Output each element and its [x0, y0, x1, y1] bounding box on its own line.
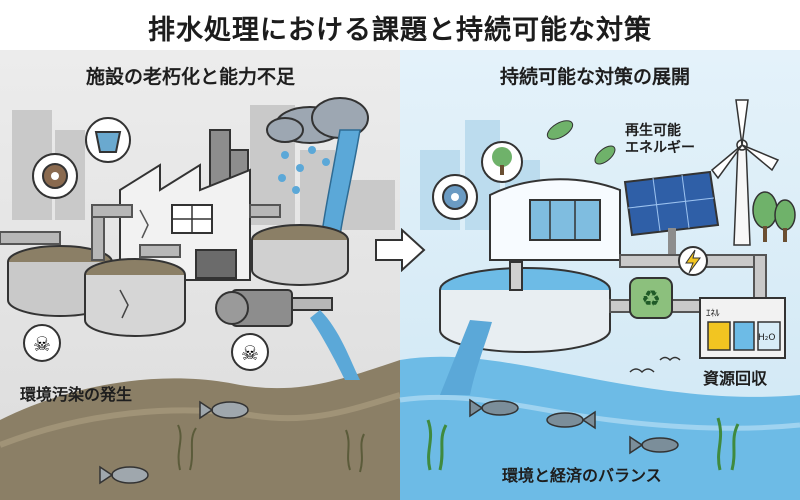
bucket-icon [85, 117, 131, 163]
pollution-label: 環境汚染の発生 [20, 385, 133, 404]
balance-label: 環境と経済のバランス [502, 466, 662, 485]
old-factory [119, 129, 251, 281]
svg-text:☠: ☠ [33, 332, 51, 356]
aging-facility-illustration: ☠ ☠ [0, 97, 400, 500]
arrow-right-icon [375, 228, 426, 272]
fish-icon [199, 400, 249, 420]
svg-text:☠: ☠ [241, 341, 259, 365]
right-heading: 持続可能な対策の展開 [500, 66, 691, 88]
broken-pump [215, 289, 333, 327]
container-label-energy: ｴﾈﾙ [706, 309, 720, 319]
container-label-water: H₂O [758, 333, 776, 343]
discharge-flow [310, 310, 360, 380]
resource-recovery-label: 資源回収 [703, 369, 768, 388]
right-panel-background [400, 50, 800, 500]
rusty-pipes [0, 204, 281, 261]
page-title: 排水処理における課題と持続可能な対策 [148, 15, 652, 46]
skull-crossbones-icon: ☠ [231, 333, 269, 371]
gear-icon [32, 153, 78, 199]
renewable-energy-label: 再生可能 エネルギー [625, 123, 695, 157]
left-heading: 施設の老朽化と能力不足 [86, 66, 296, 88]
skull-crossbones-icon: ☠ [23, 324, 61, 362]
renewable-label-line1: 再生可能 [625, 123, 681, 139]
polluted-river [0, 360, 400, 500]
dead-weeds [177, 424, 365, 473]
cracked-tanks [7, 224, 349, 337]
fish-icon [99, 465, 149, 485]
renewable-label-line2: エネルギー [625, 140, 695, 156]
